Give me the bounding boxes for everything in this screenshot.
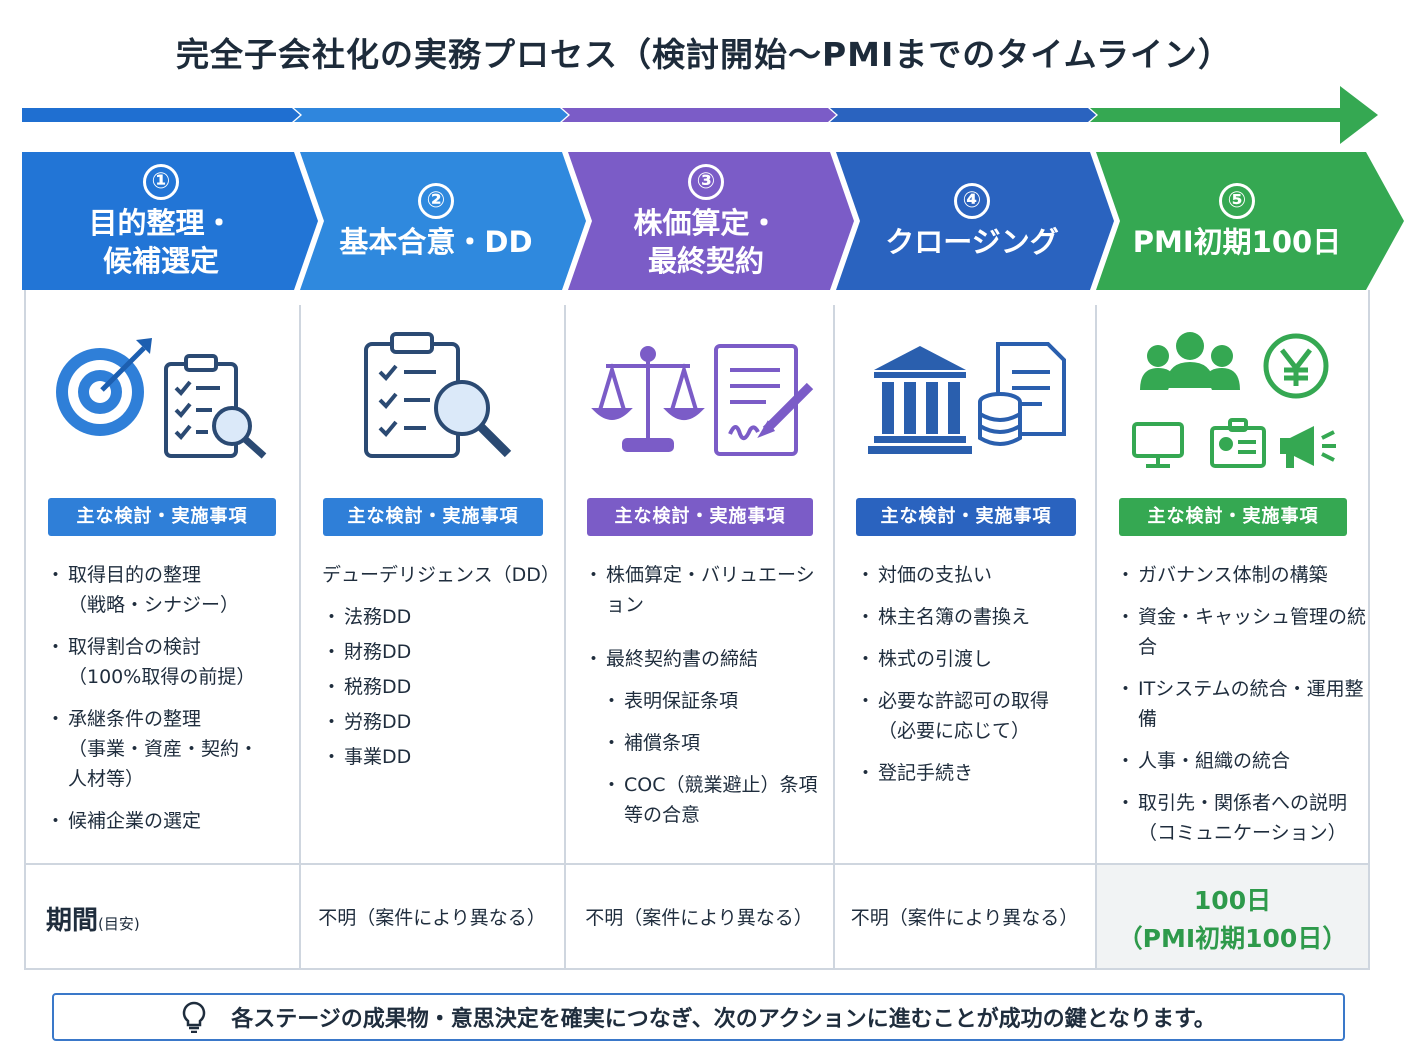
- list-item: ITシステムの統合・運用整備: [1116, 674, 1374, 734]
- scales-icon: [591, 346, 705, 452]
- period-label-text: 期間: [46, 906, 99, 936]
- stage-3-title: 株価算定・ 最終契約: [633, 206, 779, 278]
- list-item: 資金・キャッシュ管理の統合: [1116, 602, 1374, 662]
- checklist-magnifier-icon: [364, 332, 512, 458]
- stage-4-number: ④: [954, 183, 990, 219]
- stage-4-icons: [868, 342, 1066, 454]
- lightbulb-icon: [183, 1001, 206, 1033]
- footer-text: 各ステージの成果物・意思決定を確実につなぎ、次のアクションに進むことが成功の鍵と…: [231, 1007, 1216, 1032]
- list-subitem: COC（競業避止）条項 等の合意: [602, 770, 830, 830]
- stage-1-header: ① 目的整理・ 候補選定: [24, 160, 298, 284]
- stage-3-icons: [591, 344, 814, 456]
- list-item: 承継条件の整理 （事業・資産・契約・ 人材等）: [46, 704, 286, 794]
- team-icon: [1140, 332, 1240, 390]
- list-item: 株価算定・バリュエーション: [584, 560, 830, 620]
- list-item: 事業DD: [322, 742, 558, 772]
- list-item: 財務DD: [322, 637, 558, 667]
- list-item: 取引先・関係者への説明 （コミュニケーション）: [1116, 788, 1374, 848]
- list-item: 税務DD: [322, 672, 558, 702]
- stage-1-items: 取得目的の整理 （戦略・シナジー） 取得割合の検討 （100%取得の前提） 承継…: [46, 560, 286, 848]
- stage-3-items: 株価算定・バリュエーション 最終契約書の締結 表明保証条項 補償条項 COC（競…: [584, 560, 830, 842]
- stage-3-badge: 主な検討・実施事項: [587, 498, 813, 536]
- stage-5-title: PMI初期100日: [1132, 225, 1342, 259]
- id-card-icon: [1210, 418, 1266, 468]
- bank-icon: [868, 346, 972, 454]
- list-item: 最終契約書の締結: [584, 644, 830, 674]
- stage-3-header: ③ 株価算定・ 最終契約: [588, 160, 824, 284]
- list-subitem: 表明保証条項: [602, 686, 830, 716]
- stage-4-period: 不明（案件により異なる）: [850, 907, 1079, 929]
- stage-1-badge: 主な検討・実施事項: [48, 498, 276, 536]
- stage-5-badge: 主な検討・実施事項: [1119, 498, 1347, 536]
- stage-3-number: ③: [688, 164, 724, 200]
- monitor-icon: [1132, 422, 1184, 468]
- stage-1-number: ①: [143, 164, 179, 200]
- period-label: 期間(目安): [46, 900, 140, 937]
- list-item: 取得割合の検討 （100%取得の前提）: [46, 632, 286, 692]
- stage-2-number: ②: [418, 183, 454, 219]
- list-subitem: 補償条項: [602, 728, 830, 758]
- stage-4-header: ④ クロージング: [856, 160, 1088, 284]
- stage-5-number: ⑤: [1219, 183, 1255, 219]
- list-item: 労務DD: [322, 707, 558, 737]
- column-divider: [299, 305, 301, 970]
- list-item: 必要な許認可の取得 （必要に応じて）: [856, 686, 1088, 746]
- stage-2-period: 不明（案件により異なる）: [318, 907, 546, 929]
- column-divider: [1095, 305, 1097, 970]
- list-item: 株式の引渡し: [856, 644, 1088, 674]
- stage-2-icons: [364, 332, 512, 458]
- stage-2-badge: 主な検討・実施事項: [323, 498, 543, 536]
- target-icon: [56, 338, 152, 436]
- stage-5-period: 100日 （PMI初期100日）: [1117, 886, 1348, 953]
- stage-3-period: 不明（案件により異なる）: [585, 907, 813, 929]
- stage-2-items: デューデリジェンス（DD） 法務DD 財務DD 税務DD 労務DD 事業DD: [322, 560, 560, 777]
- stage-2-header: ② 基本合意・DD: [318, 160, 554, 284]
- list-item: ガバナンス体制の構築: [1116, 560, 1374, 590]
- yen-icon: [1263, 333, 1329, 399]
- stage-2-title: 基本合意・DD: [339, 225, 533, 259]
- stage-5-items: ガバナンス体制の構築 資金・キャッシュ管理の統合 ITシステムの統合・運用整備 …: [1116, 560, 1374, 860]
- stage-1-icons: [56, 338, 267, 459]
- stage-chevrons: [22, 152, 1404, 290]
- list-item: 人事・組織の統合: [1116, 746, 1374, 776]
- stage-4-items: 対価の支払い 株主名簿の書換え 株式の引渡し 必要な許認可の取得 （必要に応じて…: [856, 560, 1088, 800]
- list-item: 株主名簿の書換え: [856, 602, 1088, 632]
- stage-5-header: ⑤ PMI初期100日: [1116, 160, 1358, 284]
- page-title: 完全子会社化の実務プロセス（検討開始〜PMIまでのタイムライン）: [176, 35, 1232, 74]
- list-heading: デューデリジェンス（DD）: [322, 564, 560, 586]
- period-divider: [24, 863, 1370, 865]
- column-divider: [564, 305, 566, 970]
- list-item: 法務DD: [322, 602, 558, 632]
- column-divider: [833, 305, 835, 970]
- stage-4-badge: 主な検討・実施事項: [856, 498, 1076, 536]
- megaphone-icon: [1280, 426, 1336, 468]
- period-note: (目安): [98, 915, 140, 933]
- list-item: 登記手続き: [856, 758, 1088, 788]
- list-item: 取得目的の整理 （戦略・シナジー）: [46, 560, 286, 620]
- stage-5-icons: [1132, 332, 1336, 468]
- timeline-arrow: [22, 86, 1378, 144]
- list-item: 対価の支払い: [856, 560, 1088, 590]
- list-item: 候補企業の選定: [46, 806, 286, 836]
- checklist-magnifier-icon: [164, 354, 267, 459]
- contract-signature-icon: [714, 344, 814, 456]
- stage-1-title: 目的整理・ 候補選定: [88, 206, 234, 278]
- footer-note: 各ステージの成果物・意思決定を確実につなぎ、次のアクションに進むことが成功の鍵と…: [52, 993, 1345, 1041]
- coins-document-icon: [978, 342, 1066, 446]
- period-highlight: [1097, 865, 1368, 968]
- stage-4-title: クロージング: [885, 225, 1059, 259]
